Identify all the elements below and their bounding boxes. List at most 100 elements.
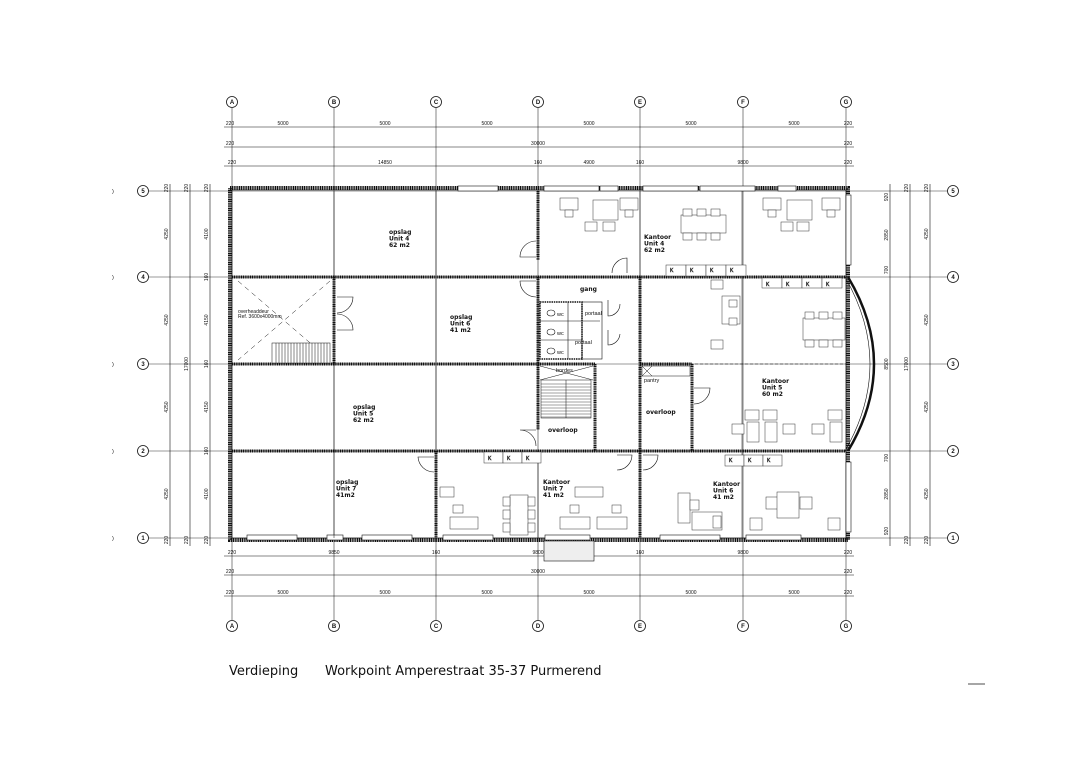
chair [767,209,777,218]
k-label: K [826,282,830,288]
dimension-label: 4250 [164,488,170,499]
kitchen-unit [724,454,745,467]
grid-bubble [328,620,340,632]
kitchen-unit [483,451,504,464]
desk [829,421,843,443]
dimension-label: 220 [844,121,853,127]
grid-bubble [137,271,149,283]
dimension-label: 220 [204,536,210,545]
cabinet [762,409,778,421]
chair [731,423,745,435]
kitchen-unit [665,264,687,277]
room-label-overloop: overloop [646,409,676,416]
dimension-label: 9800 [737,160,748,166]
dimension-label: 220 [844,569,853,575]
pantry-label: pantry [644,378,660,384]
dimension-label: 160 [204,273,210,282]
dimension-label: 4250 [164,228,170,239]
dimension-label: 220 [924,536,930,545]
dimension-label: 4100 [204,488,210,499]
dimension-label: 160 [204,360,210,369]
bordes-label: bordes [556,368,573,374]
dimension-label: 5000 [583,121,594,127]
dimension-label: 220 [904,536,910,545]
grid-label-4: 4 [951,275,955,281]
cabinet [796,221,810,232]
chair [696,208,707,217]
kitchen-unit [502,451,523,464]
dimension-label: 9800 [737,550,748,556]
cabinet [584,221,598,232]
dimension-label: 4250 [924,228,930,239]
grid-bubble [947,358,959,370]
grid-bubble [226,620,238,632]
dimension-label: 5000 [685,121,696,127]
grid-label-2: 2 [141,449,145,455]
dimension-label: 4250 [164,401,170,412]
desk-pair [776,491,800,519]
k-label: K [786,282,790,288]
grid-label-D: D [536,100,541,106]
dimension-label: 5000 [277,121,288,127]
project-title: Workpoint Amperestraat 35-37 Purmerend [325,664,602,679]
chair [682,232,693,241]
chair [832,311,843,320]
grid-label-D: D [536,624,541,630]
dimension-label: 160 [636,160,645,166]
dimension-label: 160 [204,447,210,456]
floor-title: Verdieping [229,664,299,679]
dimension-label: 4100 [204,228,210,239]
dimension-label: 9850 [328,550,339,556]
grid-label-C: C [434,100,439,106]
chair [502,496,511,507]
meeting-table [802,317,846,341]
doors [336,240,711,473]
chair [527,509,536,520]
k-label: K [767,458,771,464]
dimension-label: 220 [904,184,910,193]
dimension-label: 5000 [277,590,288,596]
cabinet [827,409,843,421]
wc-label: wc [556,312,564,318]
grid-label-3: 3 [141,362,145,368]
dimension-label: 220 [184,536,190,545]
chair [624,209,634,218]
dimension-label: 920 [884,193,890,202]
entrance-step [543,540,595,562]
desk [764,421,778,443]
dimension-label: 700 [884,454,890,463]
chair [611,504,622,514]
dimension-label: 5000 [788,121,799,127]
kitchen-unit [761,277,783,289]
cabinet [602,221,616,232]
grid-bubble [840,96,852,108]
desk [449,516,479,530]
grid-bubble [137,445,149,457]
cabinet [710,279,724,290]
stair-treads [541,383,591,418]
grid-label-G: G [844,624,849,630]
cabinet [780,221,794,232]
grid-bubble [137,358,149,370]
dimension-label: 220 [226,590,235,596]
portaal-label: portaal [585,311,602,317]
k-label: K [670,268,674,274]
dimension-label: 220 [226,569,235,575]
desk [619,197,639,211]
dimension-label: 5000 [685,590,696,596]
staircase [275,343,328,363]
room-label-overloop: overloop [548,427,578,434]
dimension-label: 5000 [788,590,799,596]
k-label: K [690,268,694,274]
grid-bubble [634,96,646,108]
dimension-label: 160 [636,550,645,556]
grid-bubble [947,271,959,283]
chair [569,504,580,514]
dimension-label: 220 [226,121,235,127]
cabinet-pair [574,486,604,498]
